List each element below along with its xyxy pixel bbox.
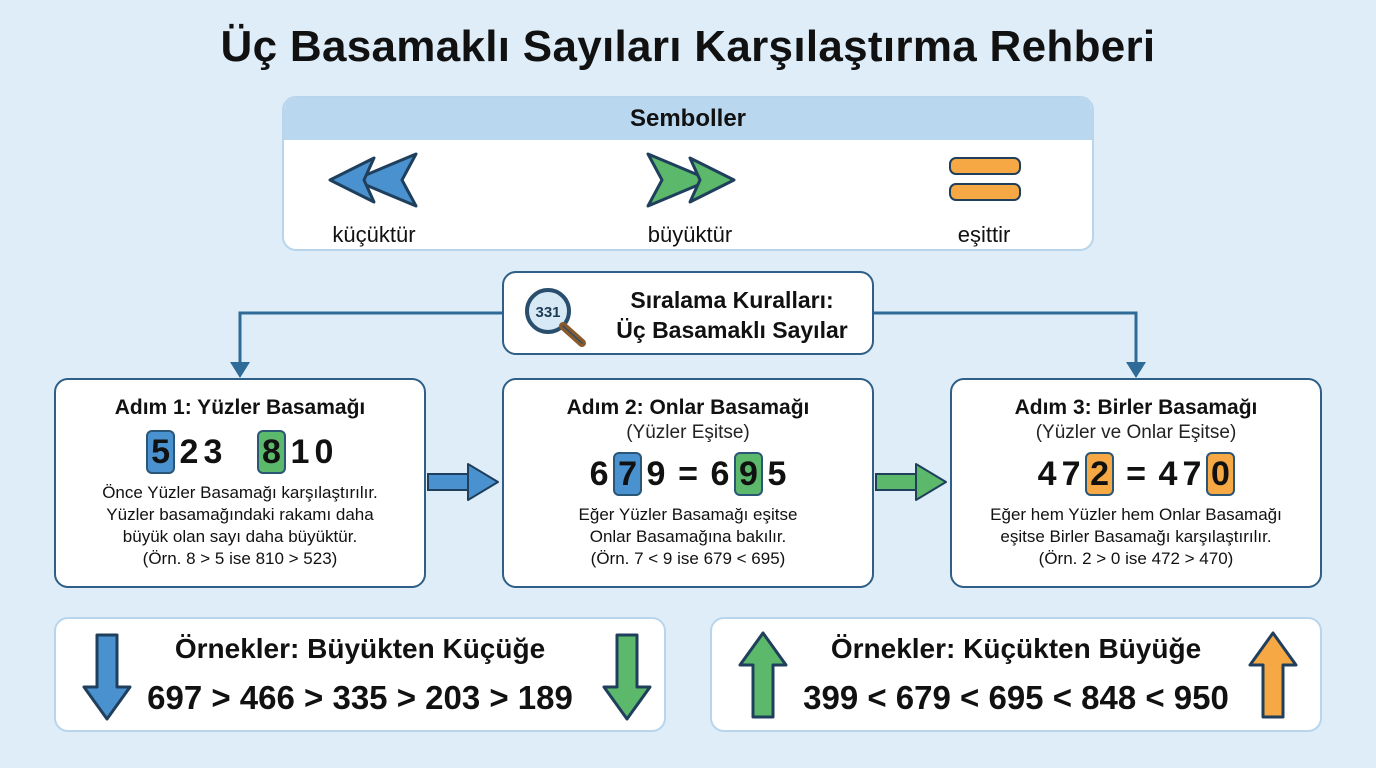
desc-line: Yüzler basamağındaki rakamı daha <box>106 505 374 524</box>
symbols-panel: Semboller küçüktür büyüktür eşittir <box>282 96 1094 251</box>
desc-line: eşitse Birler Basamağı karşılaştırılır. <box>1000 527 1272 546</box>
symbol-equals: eşittir <box>894 148 1074 248</box>
digit: 4 <box>1158 454 1178 493</box>
highlight-digit: 8 <box>257 430 286 474</box>
digit: 6 <box>589 454 609 493</box>
step-description: Eğer Yüzler Basamağı eşitse Onlar Basama… <box>504 504 872 570</box>
step-digits: 6 7 9 = 6 9 5 <box>504 452 872 496</box>
symbols-header: Semboller <box>284 98 1092 140</box>
example-sequence: 697 > 466 > 335 > 203 > 189 <box>147 679 573 716</box>
digit: 1 <box>290 432 310 471</box>
examples-ascending: Örnekler: Küçükten Büyüğe 399 < 679 < 69… <box>710 617 1322 732</box>
step-digits: 5 2 3 8 1 0 <box>56 430 424 474</box>
arrow-down-green-icon <box>602 633 652 721</box>
arrow-right-green-icon <box>875 463 947 501</box>
digit: 6 <box>710 454 730 493</box>
desc-line: (Örn. 7 < 9 ise 679 < 695) <box>590 549 786 568</box>
step-card-2: Adım 2: Onlar Basamağı (Yüzler Eşitse) 6… <box>502 378 874 588</box>
step-subtitle: (Yüzler ve Onlar Eşitse) <box>1035 422 1237 443</box>
desc-line: (Örn. 2 > 0 ise 472 > 470) <box>1038 549 1234 568</box>
arrow-up-orange-icon <box>1248 631 1298 719</box>
desc-line: (Örn. 8 > 5 ise 810 > 523) <box>142 549 338 568</box>
digit: 3 <box>203 432 223 471</box>
step-card-1: Adım 1: Yüzler Basamağı 5 2 3 8 1 0 Önce… <box>54 378 426 588</box>
operator: = <box>678 454 698 493</box>
highlight-digit: 5 <box>146 430 175 474</box>
examples-descending: Örnekler: Büyükten Küçüğe 697 > 466 > 33… <box>54 617 666 732</box>
digit: 4 <box>1037 454 1057 493</box>
digit: 0 <box>314 432 334 471</box>
step-description: Eğer hem Yüzler hem Onlar Basamağı eşits… <box>952 504 1320 570</box>
arrow-down-left-icon <box>230 362 250 378</box>
rules-line1: Sıralama Kuralları: <box>630 287 834 313</box>
highlight-digit: 9 <box>734 452 763 496</box>
rules-line2: Üç Basamaklı Sayılar <box>616 317 848 343</box>
symbol-greater-than: büyüktür <box>600 148 780 248</box>
step-title: Adım 2: Onlar Basamağı <box>566 396 810 419</box>
digit: 7 <box>1061 454 1081 493</box>
operator: = <box>1126 454 1146 493</box>
rules-text: Sıralama Kuralları: Üç Basamaklı Sayılar <box>602 285 862 345</box>
digit: 2 <box>179 432 199 471</box>
step-card-3: Adım 3: Birler Basamağı (Yüzler ve Onlar… <box>950 378 1322 588</box>
less-than-icon <box>328 152 418 208</box>
arrow-down-blue-icon <box>82 633 132 721</box>
equals-icon <box>949 157 1021 201</box>
step-title: Adım 1: Yüzler Basamağı <box>114 396 366 419</box>
example-title: Örnekler: Büyükten Küçüğe <box>174 633 546 664</box>
step-description: Önce Yüzler Basamağı karşılaştırılır. Yü… <box>56 482 424 570</box>
digit: 7 <box>1182 454 1202 493</box>
digit: 5 <box>767 454 787 493</box>
magnifier-icon: 331 <box>525 288 586 347</box>
magnifier-badge: 331 <box>535 304 560 321</box>
step-digits: 4 7 2 = 4 7 0 <box>952 452 1320 496</box>
example-sequence: 399 < 679 < 695 < 848 < 950 <box>803 679 1229 716</box>
highlight-digit: 2 <box>1085 452 1114 496</box>
desc-line: Eğer Yüzler Basamağı eşitse <box>578 505 798 524</box>
step-subtitle: (Yüzler Eşitse) <box>626 422 750 443</box>
symbol-label-equals: eşittir <box>957 222 1011 247</box>
desc-line: büyük olan sayı daha büyüktür. <box>122 527 358 546</box>
symbol-label-less: küçüktür <box>332 222 416 247</box>
symbol-less-than: küçüktür <box>284 148 464 248</box>
step-title: Adım 3: Birler Basamağı <box>1014 396 1258 419</box>
desc-line: Önce Yüzler Basamağı karşılaştırılır. <box>102 483 378 502</box>
page-title: Üç Basamaklı Sayıları Karşılaştırma Rehb… <box>220 22 1156 71</box>
desc-line: Onlar Basamağına bakılır. <box>589 527 787 546</box>
greater-than-icon <box>646 152 736 208</box>
arrow-right-blue-icon <box>427 463 499 501</box>
highlight-digit: 7 <box>613 452 642 496</box>
example-title: Örnekler: Küçükten Büyüğe <box>830 633 1202 664</box>
desc-line: Eğer hem Yüzler hem Onlar Basamağı <box>990 505 1282 524</box>
arrow-up-green-icon <box>738 631 788 719</box>
highlight-digit: 0 <box>1206 452 1235 496</box>
digit: 9 <box>646 454 666 493</box>
arrow-down-right-icon <box>1126 362 1146 378</box>
rules-box: 331 Sıralama Kuralları: Üç Basamaklı Say… <box>502 271 874 355</box>
symbol-label-greater: büyüktür <box>647 222 733 247</box>
